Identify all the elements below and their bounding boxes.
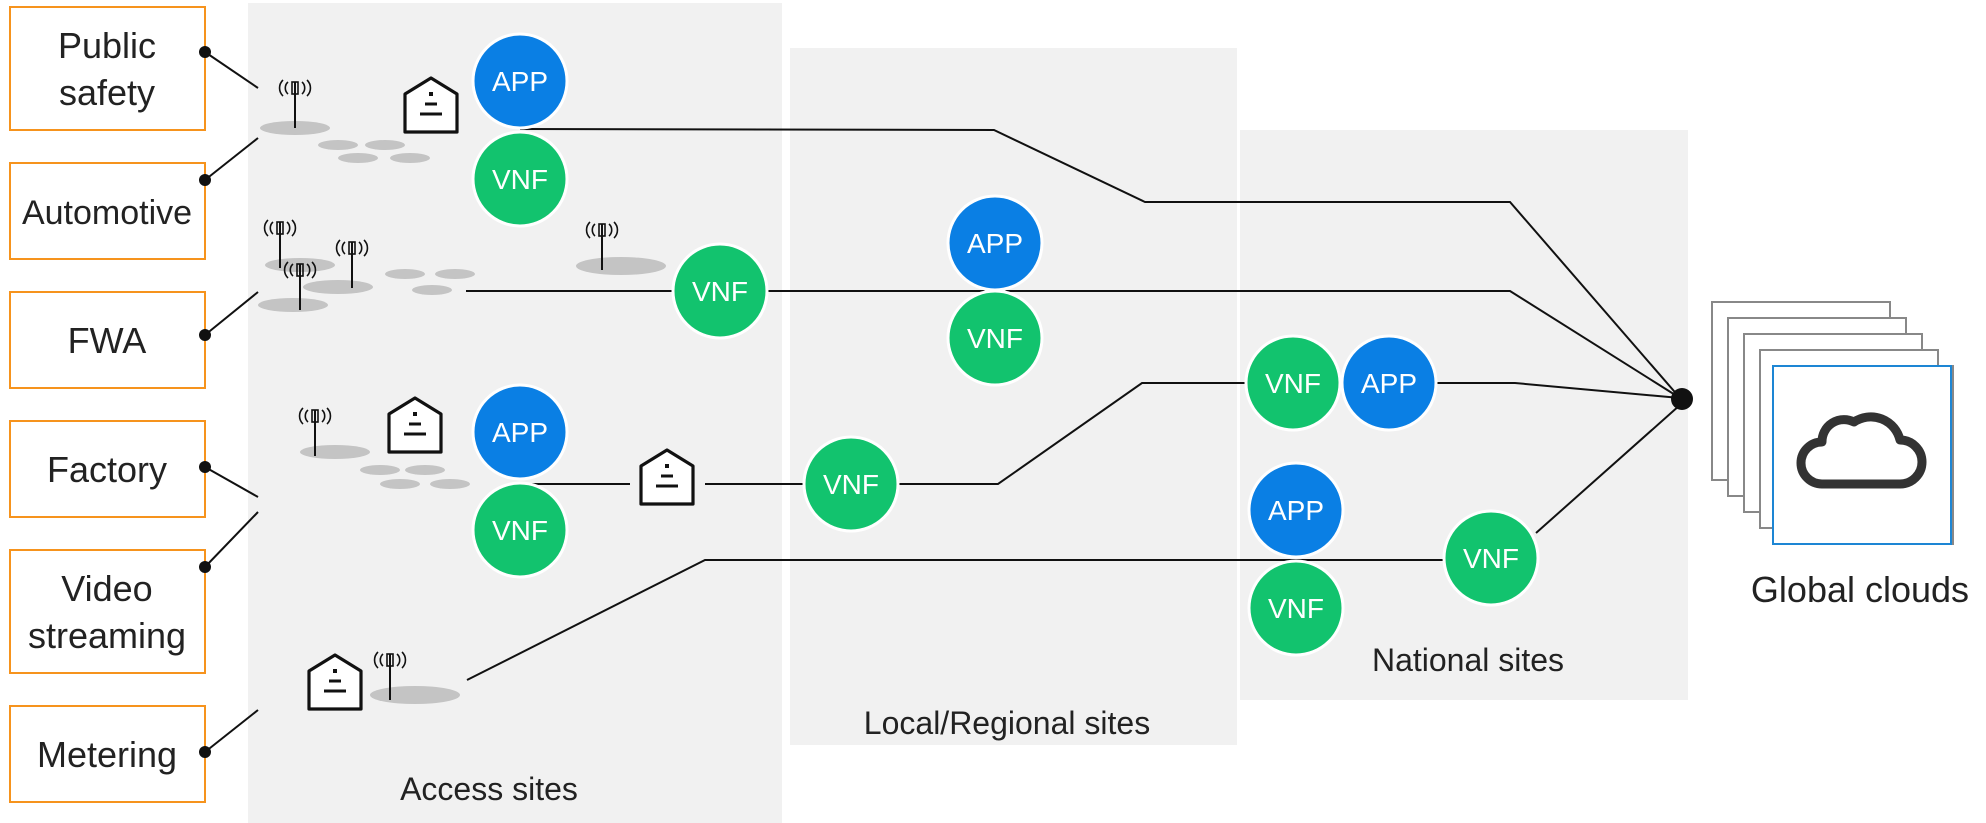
- antenna-icon: [298, 407, 332, 456]
- nodes: APP VNF VNF APP VNF APP VNF VNF VNF APP APP VNF VNF: [471, 32, 1540, 657]
- use-case-label: Automotive: [22, 194, 192, 232]
- cell-site-grounds: [258, 121, 666, 704]
- app-node: APP: [946, 194, 1044, 292]
- app-label: APP: [967, 228, 1023, 259]
- app-node: APP: [1247, 461, 1345, 559]
- vnf-node: VNF: [471, 481, 569, 579]
- use-case-public-safety: Public safety: [9, 6, 206, 131]
- antenna-icon: [278, 79, 312, 128]
- vnf-label: VNF: [1268, 593, 1324, 624]
- junction-dot: [1671, 388, 1693, 410]
- building-icon: [639, 448, 695, 506]
- vnf-label: VNF: [492, 164, 548, 195]
- local-regional-sites-region: [790, 48, 1237, 745]
- app-node: APP: [471, 383, 569, 481]
- use-case-label: Public: [58, 25, 156, 66]
- vnf-node: VNF: [671, 242, 769, 340]
- building-icon: [307, 653, 363, 711]
- use-case-connectors: [204, 51, 259, 753]
- use-case-label: Metering: [37, 734, 177, 775]
- vnf-label: VNF: [492, 515, 548, 546]
- access-sites-label: Access sites: [400, 771, 578, 807]
- use-case-label: streaming: [28, 615, 186, 656]
- antenna-icon: [335, 239, 369, 288]
- buildings: [307, 76, 695, 711]
- use-case-metering: Metering: [9, 705, 206, 803]
- use-case-label: safety: [59, 72, 155, 113]
- vnf-label: VNF: [967, 323, 1023, 354]
- use-case-automotive: Automotive: [9, 162, 206, 260]
- app-node: APP: [1340, 334, 1438, 432]
- national-sites-label: National sites: [1372, 642, 1564, 678]
- global-clouds-stack: [1711, 301, 1954, 545]
- connector-dots: [199, 46, 211, 758]
- vnf-node: VNF: [1442, 509, 1540, 607]
- vnf-node: VNF: [1244, 334, 1342, 432]
- use-case-label: Video: [61, 568, 152, 609]
- global-clouds-label: Global clouds: [1751, 569, 1969, 610]
- antennas: [263, 79, 619, 700]
- antenna-icon: [585, 221, 619, 270]
- vnf-label: VNF: [692, 276, 748, 307]
- vnf-label: VNF: [823, 469, 879, 500]
- building-icon: [403, 76, 459, 134]
- app-label: APP: [1361, 368, 1417, 399]
- app-label: APP: [492, 66, 548, 97]
- antenna-icon: [263, 219, 297, 268]
- vnf-label: VNF: [1463, 543, 1519, 574]
- local-regional-sites-label: Local/Regional sites: [864, 705, 1150, 741]
- use-case-factory: Factory: [9, 420, 206, 518]
- building-icon: [387, 396, 443, 454]
- use-case-video-streaming: Video streaming: [9, 549, 206, 674]
- network-links: [466, 128, 1681, 681]
- app-label: APP: [492, 417, 548, 448]
- vnf-node: VNF: [802, 435, 900, 533]
- vnf-node: VNF: [946, 289, 1044, 387]
- app-label: APP: [1268, 495, 1324, 526]
- use-case-label: FWA: [68, 320, 147, 361]
- cloud-icon: [1796, 412, 1927, 489]
- app-node: APP: [471, 32, 569, 130]
- antenna-icon: [373, 651, 407, 700]
- vnf-label: VNF: [1265, 368, 1321, 399]
- antenna-icon: [283, 261, 317, 310]
- use-case-fwa: FWA: [9, 291, 206, 389]
- vnf-node: VNF: [471, 130, 569, 228]
- vnf-node: VNF: [1247, 559, 1345, 657]
- use-case-label: Factory: [47, 449, 167, 490]
